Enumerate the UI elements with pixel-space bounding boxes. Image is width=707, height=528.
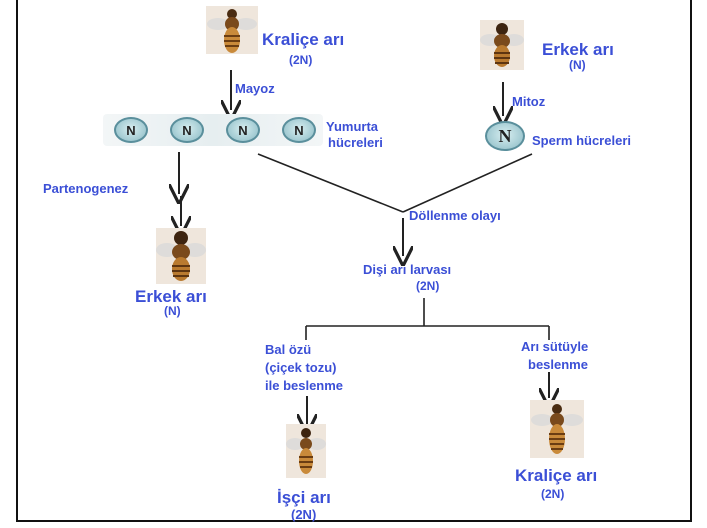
- queen-bottom-title: Kraliçe arı: [515, 466, 597, 486]
- egg-cell-3: N: [226, 117, 260, 143]
- queen-bottom-ploidy: (2N): [541, 487, 564, 501]
- queen-bee-bottom-icon: [530, 400, 584, 458]
- left-feed-line2: (çiçek tozu): [265, 360, 337, 376]
- larva-title: Dişi arı larvası: [363, 262, 451, 278]
- line-sperm-to-fertilization: [403, 154, 532, 212]
- drone-bee-top-icon: [480, 20, 524, 70]
- drone-top-ploidy: (N): [569, 58, 586, 72]
- left-feed-line1: Bal özü: [265, 342, 311, 358]
- queen-bee-top-icon: [206, 6, 258, 54]
- egg-cell-2: N: [170, 117, 204, 143]
- queen-top-title: Kraliçe arı: [262, 30, 344, 50]
- egg-cell-4: N: [282, 117, 316, 143]
- left-feed-line3: ile beslenme: [265, 378, 343, 394]
- larva-ploidy: (2N): [416, 279, 439, 293]
- partenogenez-label: Partenogenez: [43, 181, 128, 197]
- sperm-cell: N: [485, 121, 525, 151]
- worker-ploidy: (2N): [291, 507, 316, 523]
- mayoz-label: Mayoz: [235, 81, 275, 97]
- worker-title: İşçi arı: [277, 488, 331, 508]
- queen-top-ploidy: (2N): [289, 53, 312, 67]
- fertilization-label: Döllenme olayı: [409, 208, 501, 224]
- egg-cell-1: N: [114, 117, 148, 143]
- right-feed-line1: Arı sütüyle: [521, 339, 588, 355]
- egg-cells-label-line1: Yumurta: [326, 119, 378, 135]
- drone-bottom-ploidy: (N): [164, 304, 181, 318]
- mitoz-label: Mitoz: [512, 94, 545, 110]
- drone-bee-bottom-icon: [156, 228, 206, 284]
- sperm-cells-label: Sperm hücreleri: [532, 133, 631, 149]
- right-feed-line2: beslenme: [528, 357, 588, 373]
- line-eggs-to-fertilization: [258, 154, 403, 212]
- worker-bee-icon: [286, 424, 326, 478]
- egg-cells-label-line2: hücreleri: [328, 135, 383, 151]
